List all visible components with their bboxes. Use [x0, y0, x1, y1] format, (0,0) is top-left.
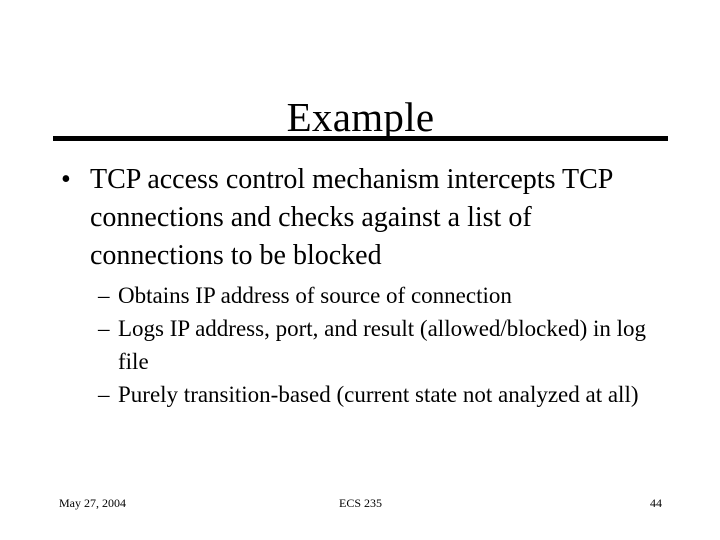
- bullet-level2-text: Obtains IP address of source of connecti…: [118, 283, 512, 308]
- sub-bullet-list: – Obtains IP address of source of connec…: [53, 279, 668, 411]
- bullet-item-level2: – Logs IP address, port, and result (all…: [53, 312, 668, 378]
- bullet-dash-icon: –: [98, 382, 110, 407]
- bullet-item-level1: • TCP access control mechanism intercept…: [53, 161, 668, 275]
- bullet-level2-text: Purely transition-based (current state n…: [118, 382, 639, 407]
- footer-date: May 27, 2004: [59, 496, 126, 510]
- bullet-dash-icon: –: [98, 283, 110, 308]
- bullet-level2-text: Logs IP address, port, and result (allow…: [118, 316, 647, 374]
- page-title: Example: [286, 94, 435, 141]
- slide-footer: May 27, 2004 ECS 235 44: [53, 494, 668, 512]
- bullet-dash-icon: –: [98, 316, 110, 341]
- footer-course-label: ECS 235: [338, 496, 382, 510]
- bullet-item-level2: – Obtains IP address of source of connec…: [53, 279, 668, 312]
- bullet-item-level2: – Purely transition-based (current state…: [53, 378, 668, 411]
- footer-page-number: 44: [650, 496, 662, 510]
- bullet-dot-icon: •: [61, 164, 71, 195]
- slide-body: • TCP access control mechanism intercept…: [53, 161, 668, 411]
- bullet-level1-text: TCP access control mechanism intercepts …: [90, 164, 613, 271]
- title-divider-rule: [53, 136, 668, 141]
